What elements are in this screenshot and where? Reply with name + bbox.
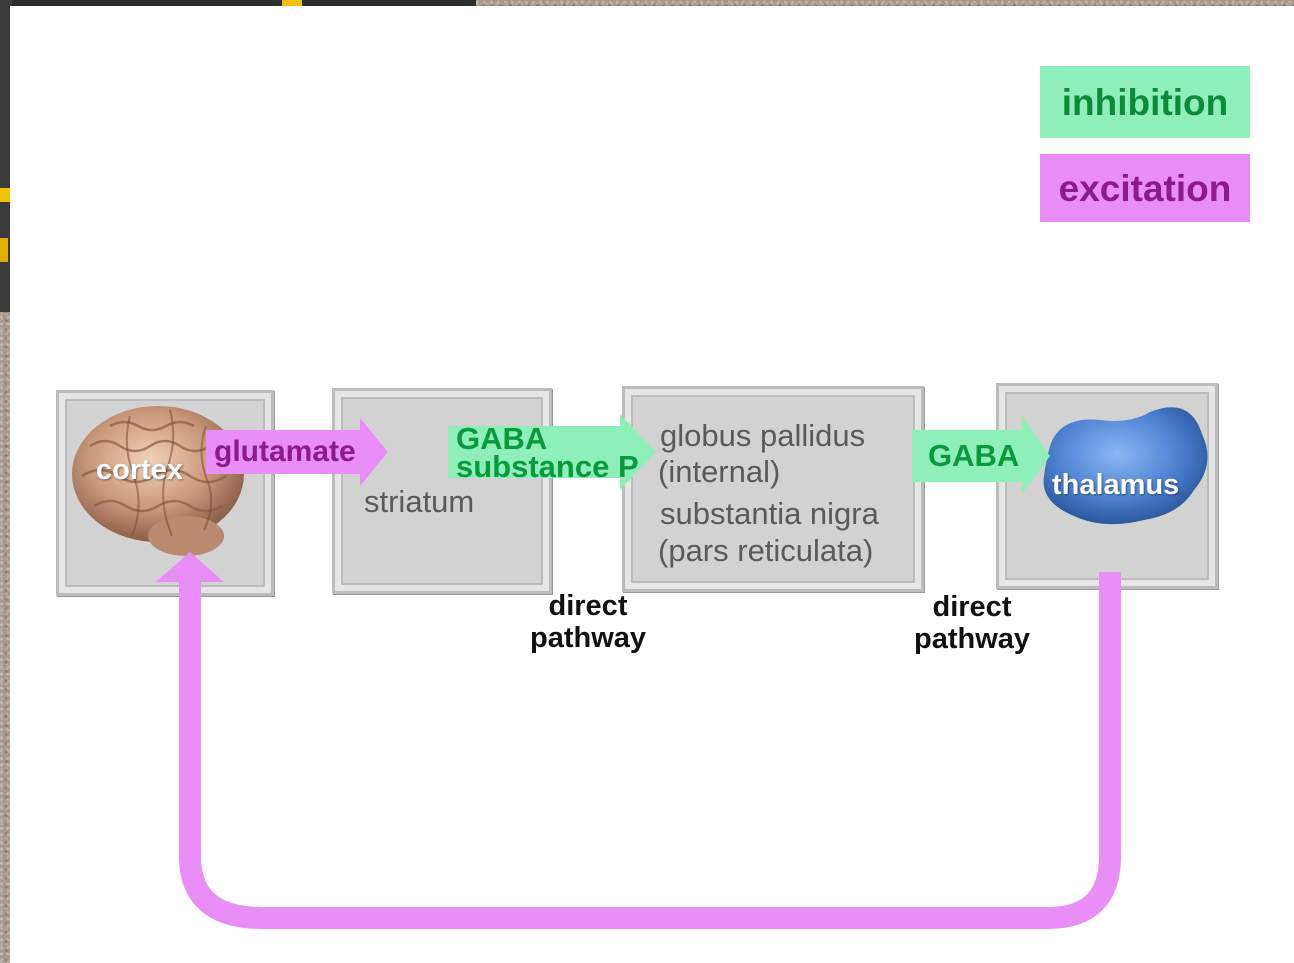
globus-pallidus-box [622, 386, 924, 592]
gaba-label-2: GABA [928, 438, 1020, 473]
direct-pathway-label-left: direct pathway [518, 590, 658, 654]
window-edge-left [0, 0, 12, 312]
legend-inhibition: inhibition [1040, 66, 1250, 138]
brain-icon [72, 406, 244, 556]
yellow-accent [282, 0, 302, 6]
diagram-graphics [72, 406, 1208, 929]
yellow-accent [0, 188, 10, 202]
direct-pathway-right-line1: direct [932, 591, 1012, 623]
thalamus-label: thalamus [1052, 469, 1180, 501]
direct-pathway-label-right: direct pathway [902, 591, 1042, 655]
direct-pathway-left-line2: pathway [529, 622, 647, 654]
gp-label-line3: substantia nigra [660, 496, 879, 531]
legend-excitation-label: excitation [1058, 167, 1232, 209]
thalamus-icon [1043, 407, 1208, 525]
striatum-box [332, 388, 552, 594]
legend-inhibition-label: inhibition [1061, 81, 1229, 123]
gp-label-line2: (internal) [658, 454, 781, 489]
gaba-arrow [912, 416, 1050, 494]
legend-excitation: excitation [1040, 154, 1250, 222]
yellow-accent [0, 238, 8, 262]
glutamate-label: glutamate [214, 435, 356, 468]
substance-p-label: substance P [456, 449, 639, 484]
gp-label-line1: globus pallidus [660, 418, 866, 453]
gaba-substance-p-arrow [448, 414, 656, 490]
window-edge [0, 0, 476, 6]
cortex-label: cortex [96, 454, 184, 486]
direct-pathway-left-line1: direct [548, 590, 628, 622]
feedback-loop-arrowhead [156, 552, 224, 582]
striatum-label: striatum [364, 484, 475, 519]
feedback-loop-arrow [179, 572, 1121, 929]
diagram-canvas: inhibition excitation [10, 6, 1294, 963]
gp-label-line4: (pars reticulata) [658, 533, 874, 568]
direct-pathway-right-line2: pathway [913, 623, 1031, 655]
glutamate-arrow [206, 418, 388, 486]
gaba-label-1: GABA [456, 421, 548, 456]
